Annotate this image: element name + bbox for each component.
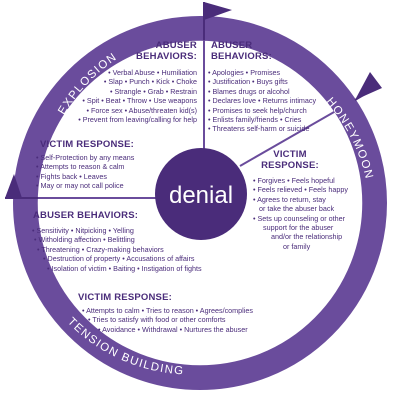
list-item: support for the abuser: [263, 223, 334, 233]
honeymoon-victim-heading-line1: VICTIM: [273, 149, 307, 160]
honeymoon-abuser-heading-line1: ABUSER: [211, 40, 253, 51]
list-item: • Sensitivity • Nitpicking • Yelling: [32, 226, 134, 235]
list-item: • Slap • Punch • Kick • Choke: [103, 77, 197, 87]
list-item: • Force sex • Abuse/threaten kid(s): [86, 105, 198, 115]
list-item: • Strangle • Grab • Restrain: [109, 86, 197, 96]
list-item: • Sets up counseling or other: [253, 213, 346, 223]
list-item: • Justification • Buys gifts: [208, 77, 288, 87]
honeymoon-victim-heading: VICTIM RESPONSE:: [250, 149, 330, 171]
inner-ring-edge: [36, 39, 364, 367]
list-item: • Isolation of victim • Baiting • Instig…: [47, 263, 202, 273]
tension-abuser-list: • Sensitivity • Nitpicking • Yelling • W…: [32, 226, 252, 273]
list-item: • Verbal Abuse • Humiliation: [108, 68, 197, 77]
list-item: • Attempts to calm • Tries to reason • A…: [82, 306, 253, 315]
honeymoon-victim-heading-line2: RESPONSE:: [261, 160, 319, 171]
honeymoon-abuser-heading: ABUSER BEHAVIORS:: [211, 40, 301, 62]
list-item: • Destruction of property • Accusations …: [43, 254, 195, 264]
honeymoon-abuser-list: • Apologies • Promises • Justification •…: [208, 68, 348, 134]
explosion-abuser-heading-line1: ABUSER: [155, 40, 197, 51]
list-item: • Enlists family/friends • Cries: [208, 115, 302, 125]
list-item: • Forgives • Feels hopeful: [253, 176, 335, 185]
explosion-abuser-list: • Verbal Abuse • Humiliation • Slap • Pu…: [40, 68, 197, 124]
tension-victim-list: • Attempts to calm • Tries to reason • A…: [76, 306, 346, 334]
list-item: • Promises to seek help/church: [208, 105, 307, 115]
tension-abuser-heading: ABUSER BEHAVIORS:: [33, 210, 139, 221]
list-item: • Fights back • Leaves: [36, 171, 107, 181]
center-circle: [155, 148, 247, 240]
list-item: • Attempts to reason & calm: [36, 162, 125, 172]
list-item: • Spit • Beat • Throw • Use weapons: [82, 96, 197, 106]
flag-top: [203, 2, 232, 40]
list-item: • Threatens self-harm or suicide: [208, 124, 310, 134]
tension-victim-heading: VICTIM RESPONSE:: [78, 292, 172, 303]
list-item: • Tries to satisfy with food or other co…: [88, 315, 226, 325]
explosion-victim-list: • Self-Protection by any means • Attempt…: [36, 153, 161, 191]
list-item: • Witholding affection • Belittling: [34, 235, 135, 245]
list-item: • Agrees to return, stay: [253, 194, 326, 204]
divider-right: [239, 99, 356, 167]
honeymoon-abuser-heading-line2: BEHAVIORS:: [211, 51, 272, 62]
list-item: • Feels relieved • Feels happy: [253, 185, 348, 195]
center-label: denial: [169, 182, 233, 209]
list-item: and/or the relationship: [271, 232, 343, 242]
list-item: • Threatening • Crazy-making behaviors: [37, 244, 164, 254]
list-item: • Self-Protection by any means: [36, 153, 135, 162]
list-item: • Avoidance • Withdrawal • Nurtures the …: [98, 324, 248, 334]
list-item: • Prevent from leaving/calling for help: [78, 115, 197, 125]
list-item: • Apologies • Promises: [208, 68, 281, 77]
outer-ring: [13, 16, 387, 390]
explosion-abuser-heading-line2: BEHAVIORS:: [136, 51, 197, 62]
list-item: • Declares love • Returns intimacy: [208, 96, 317, 106]
explosion-abuser-heading: ABUSER BEHAVIORS:: [105, 40, 197, 62]
honeymoon-victim-list: • Forgives • Feels hopeful • Feels relie…: [253, 176, 373, 251]
list-item: • Blames drugs or alcohol: [208, 86, 290, 96]
list-item: • May or may not call police: [36, 181, 124, 191]
list-item: or take the abuser back: [259, 204, 335, 214]
explosion-victim-heading: VICTIM RESPONSE:: [40, 139, 134, 150]
list-item: or family: [283, 241, 311, 251]
flag-left: [5, 174, 38, 199]
flag-right: [354, 72, 382, 101]
